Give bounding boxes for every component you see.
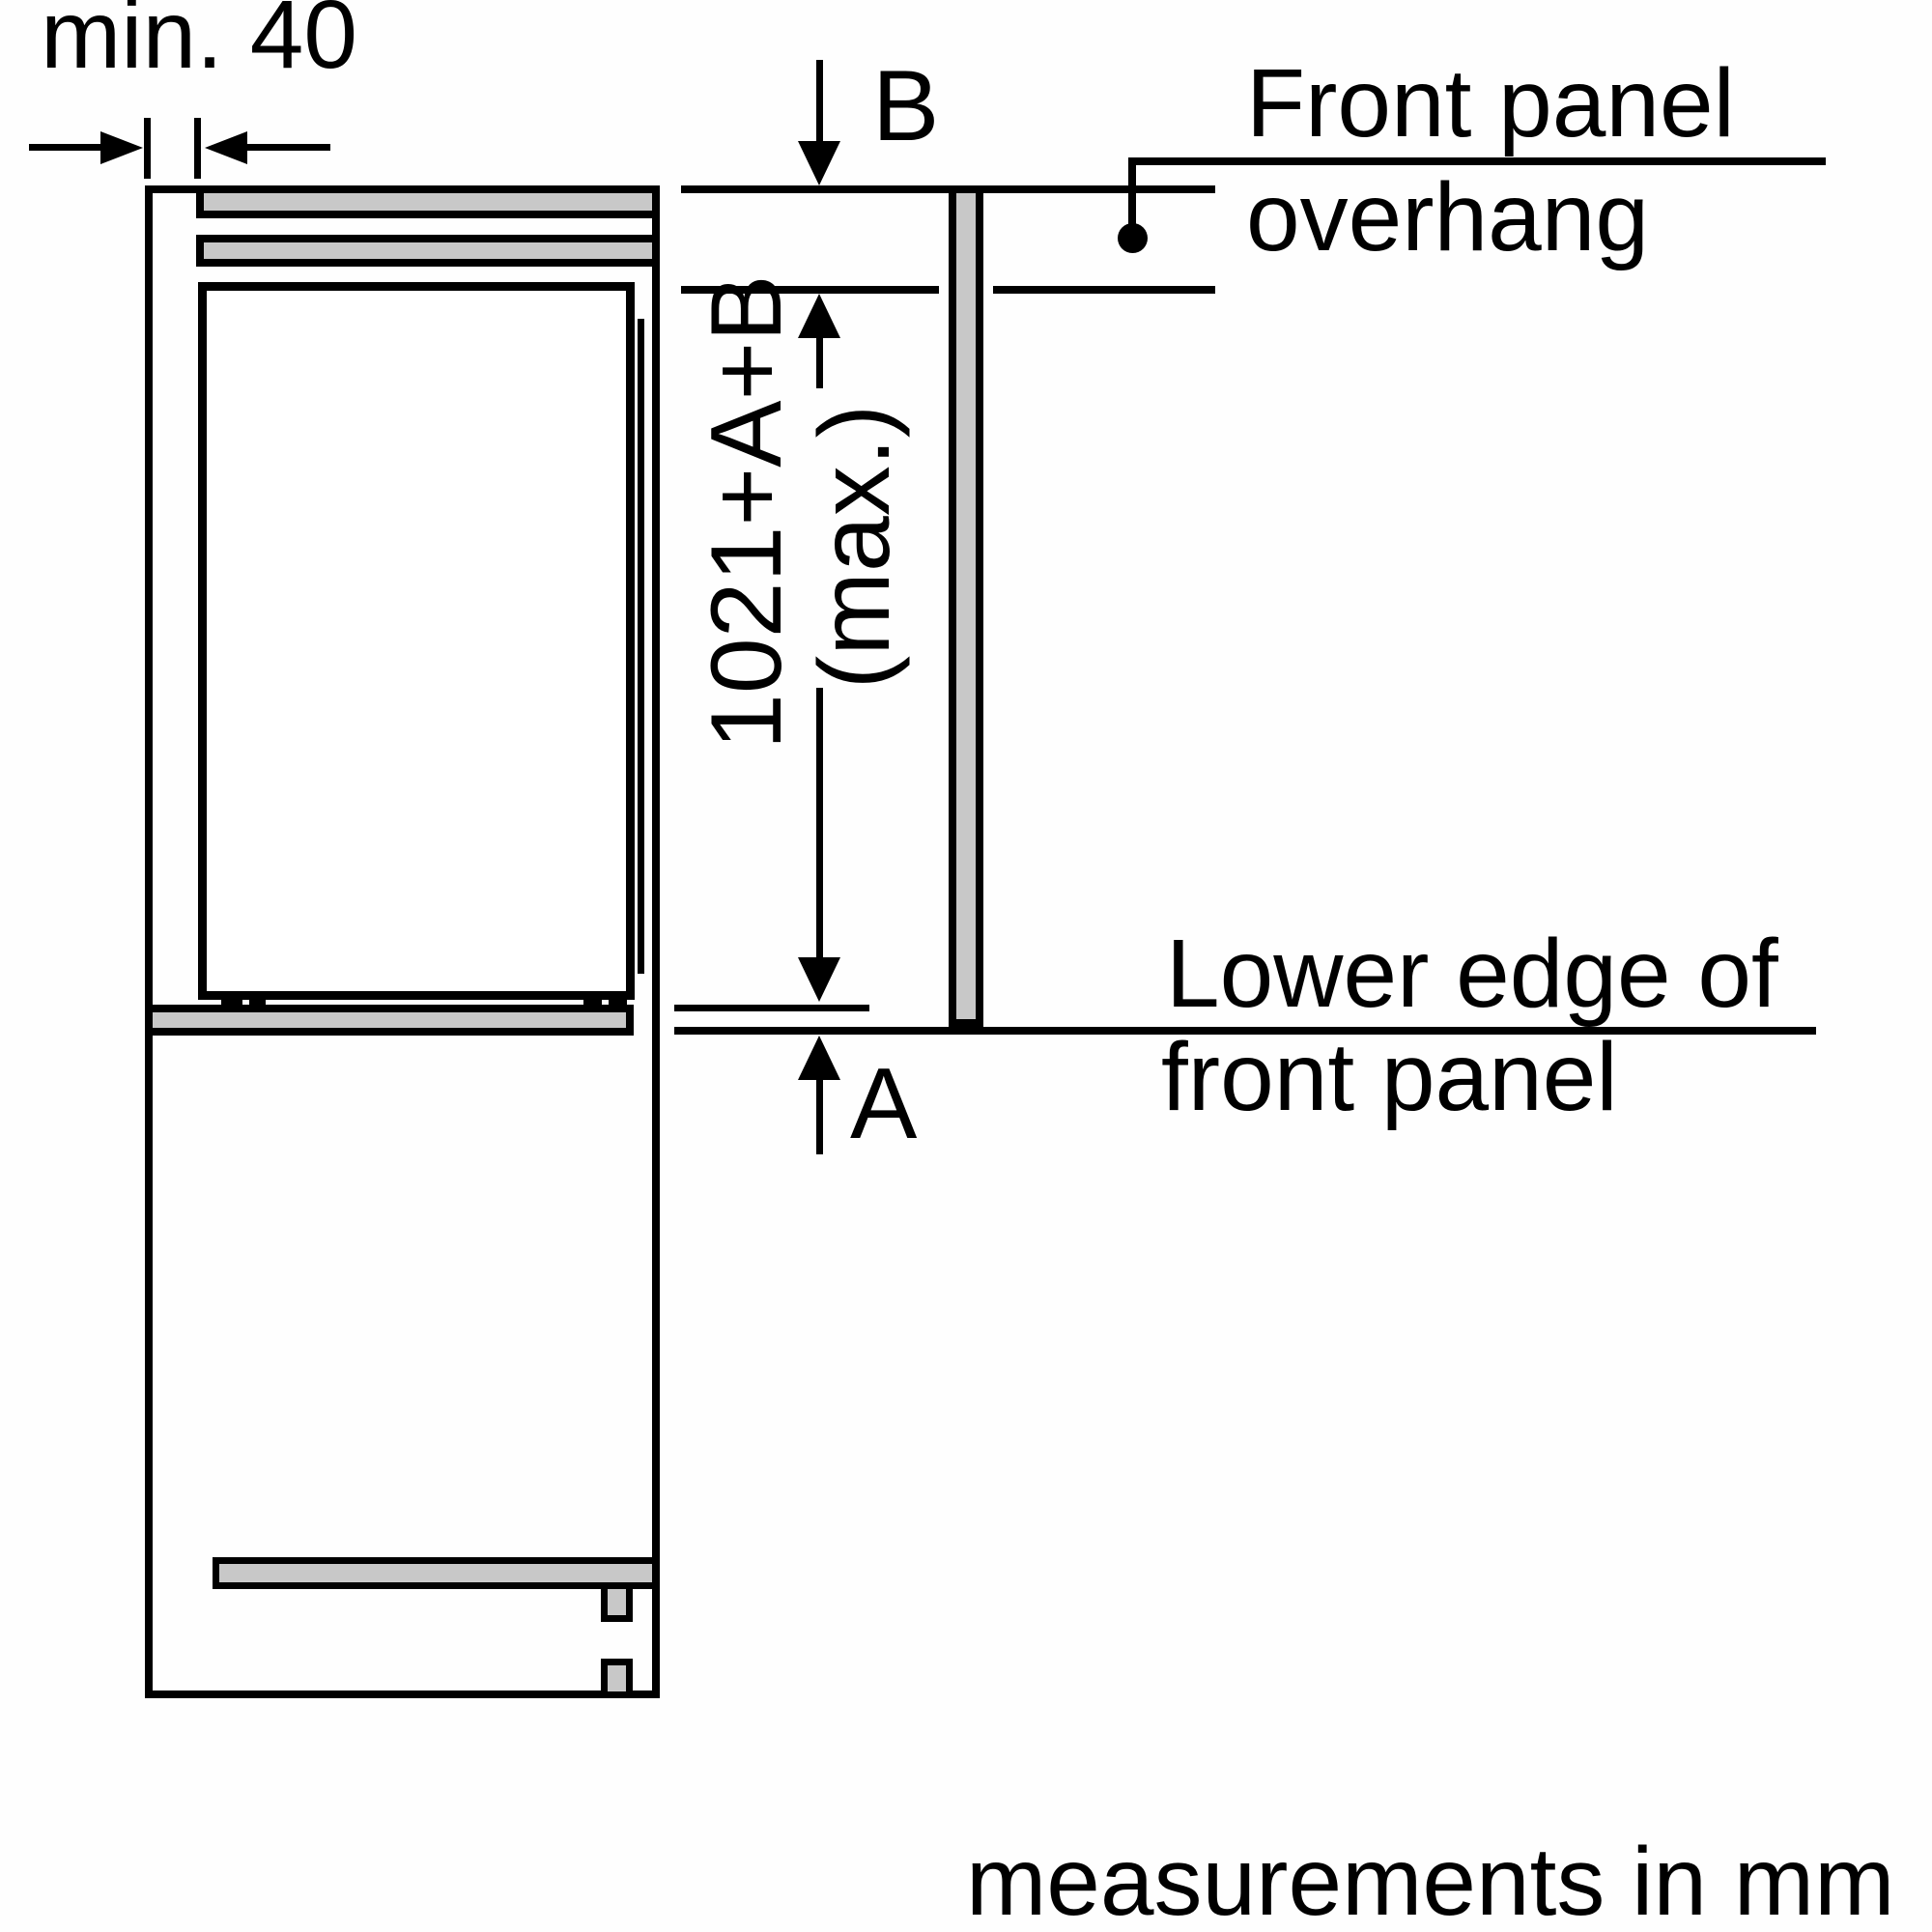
overhang-leader-dot-icon xyxy=(1118,223,1148,253)
niche-top-line-right xyxy=(993,286,1215,294)
niche-top-line-left xyxy=(681,286,939,294)
dim-a-arrowhead-icon xyxy=(798,1036,840,1080)
overhang-label-line1: Front panel xyxy=(1246,49,1735,157)
lower-edge-label-line2: front panel xyxy=(1161,1023,1618,1131)
dim-a-label: A xyxy=(850,1048,918,1160)
plinth-bar xyxy=(213,1557,652,1589)
hinge-tab-lower xyxy=(601,1659,633,1698)
dim-b-shaft xyxy=(816,60,823,145)
cabinet-right-wall xyxy=(652,185,660,1698)
min-gap-tick-left xyxy=(144,118,151,179)
niche-height-label-line1: 1021+A+B xyxy=(691,274,803,750)
min-gap-arrow-right-shaft xyxy=(247,144,330,151)
min-gap-arrow-left-shaft xyxy=(29,144,103,151)
min-gap-tick-right xyxy=(194,118,201,179)
dim-niche-shaft-bottom xyxy=(816,688,823,961)
lower-edge-label-line1: Lower edge of xyxy=(1166,920,1778,1028)
appliance-box xyxy=(198,282,635,1000)
cabinet-bottom-line xyxy=(145,1690,660,1698)
overhang-label-line2: overhang xyxy=(1246,163,1649,271)
dim-b-arrowhead-icon xyxy=(798,141,840,185)
dim-niche-down-arrowhead-icon xyxy=(798,957,840,1002)
overhang-leader-horizontal xyxy=(1128,157,1826,165)
hinge-tab-upper xyxy=(601,1589,633,1622)
arrow-left-icon xyxy=(205,131,247,164)
niche-floor-shelf xyxy=(153,1005,634,1036)
dim-b-label: B xyxy=(872,50,940,162)
niche-height-label: 1021+A+B (max.) xyxy=(691,274,915,750)
cabinet-left-wall xyxy=(145,185,153,1698)
dim-niche-shaft-top xyxy=(816,336,823,388)
min-gap-label: min. 40 xyxy=(41,0,357,89)
niche-bottom-ref-line xyxy=(674,1005,869,1011)
dim-a-shaft xyxy=(816,1078,823,1154)
dim-niche-up-arrowhead-icon xyxy=(798,294,840,338)
top-panel-strip-lower xyxy=(196,235,652,267)
appliance-door-line xyxy=(638,319,644,974)
lower-edge-line xyxy=(674,1027,1816,1035)
top-panel-strip-upper xyxy=(196,193,652,218)
cabinet-top-line xyxy=(145,185,660,193)
front-panel-top-line xyxy=(681,185,1215,193)
front-panel-bar xyxy=(949,193,983,1027)
arrow-right-icon xyxy=(100,131,143,164)
overhang-leader-vertical xyxy=(1128,157,1136,225)
units-note: measurements in mm xyxy=(966,1828,1895,1932)
